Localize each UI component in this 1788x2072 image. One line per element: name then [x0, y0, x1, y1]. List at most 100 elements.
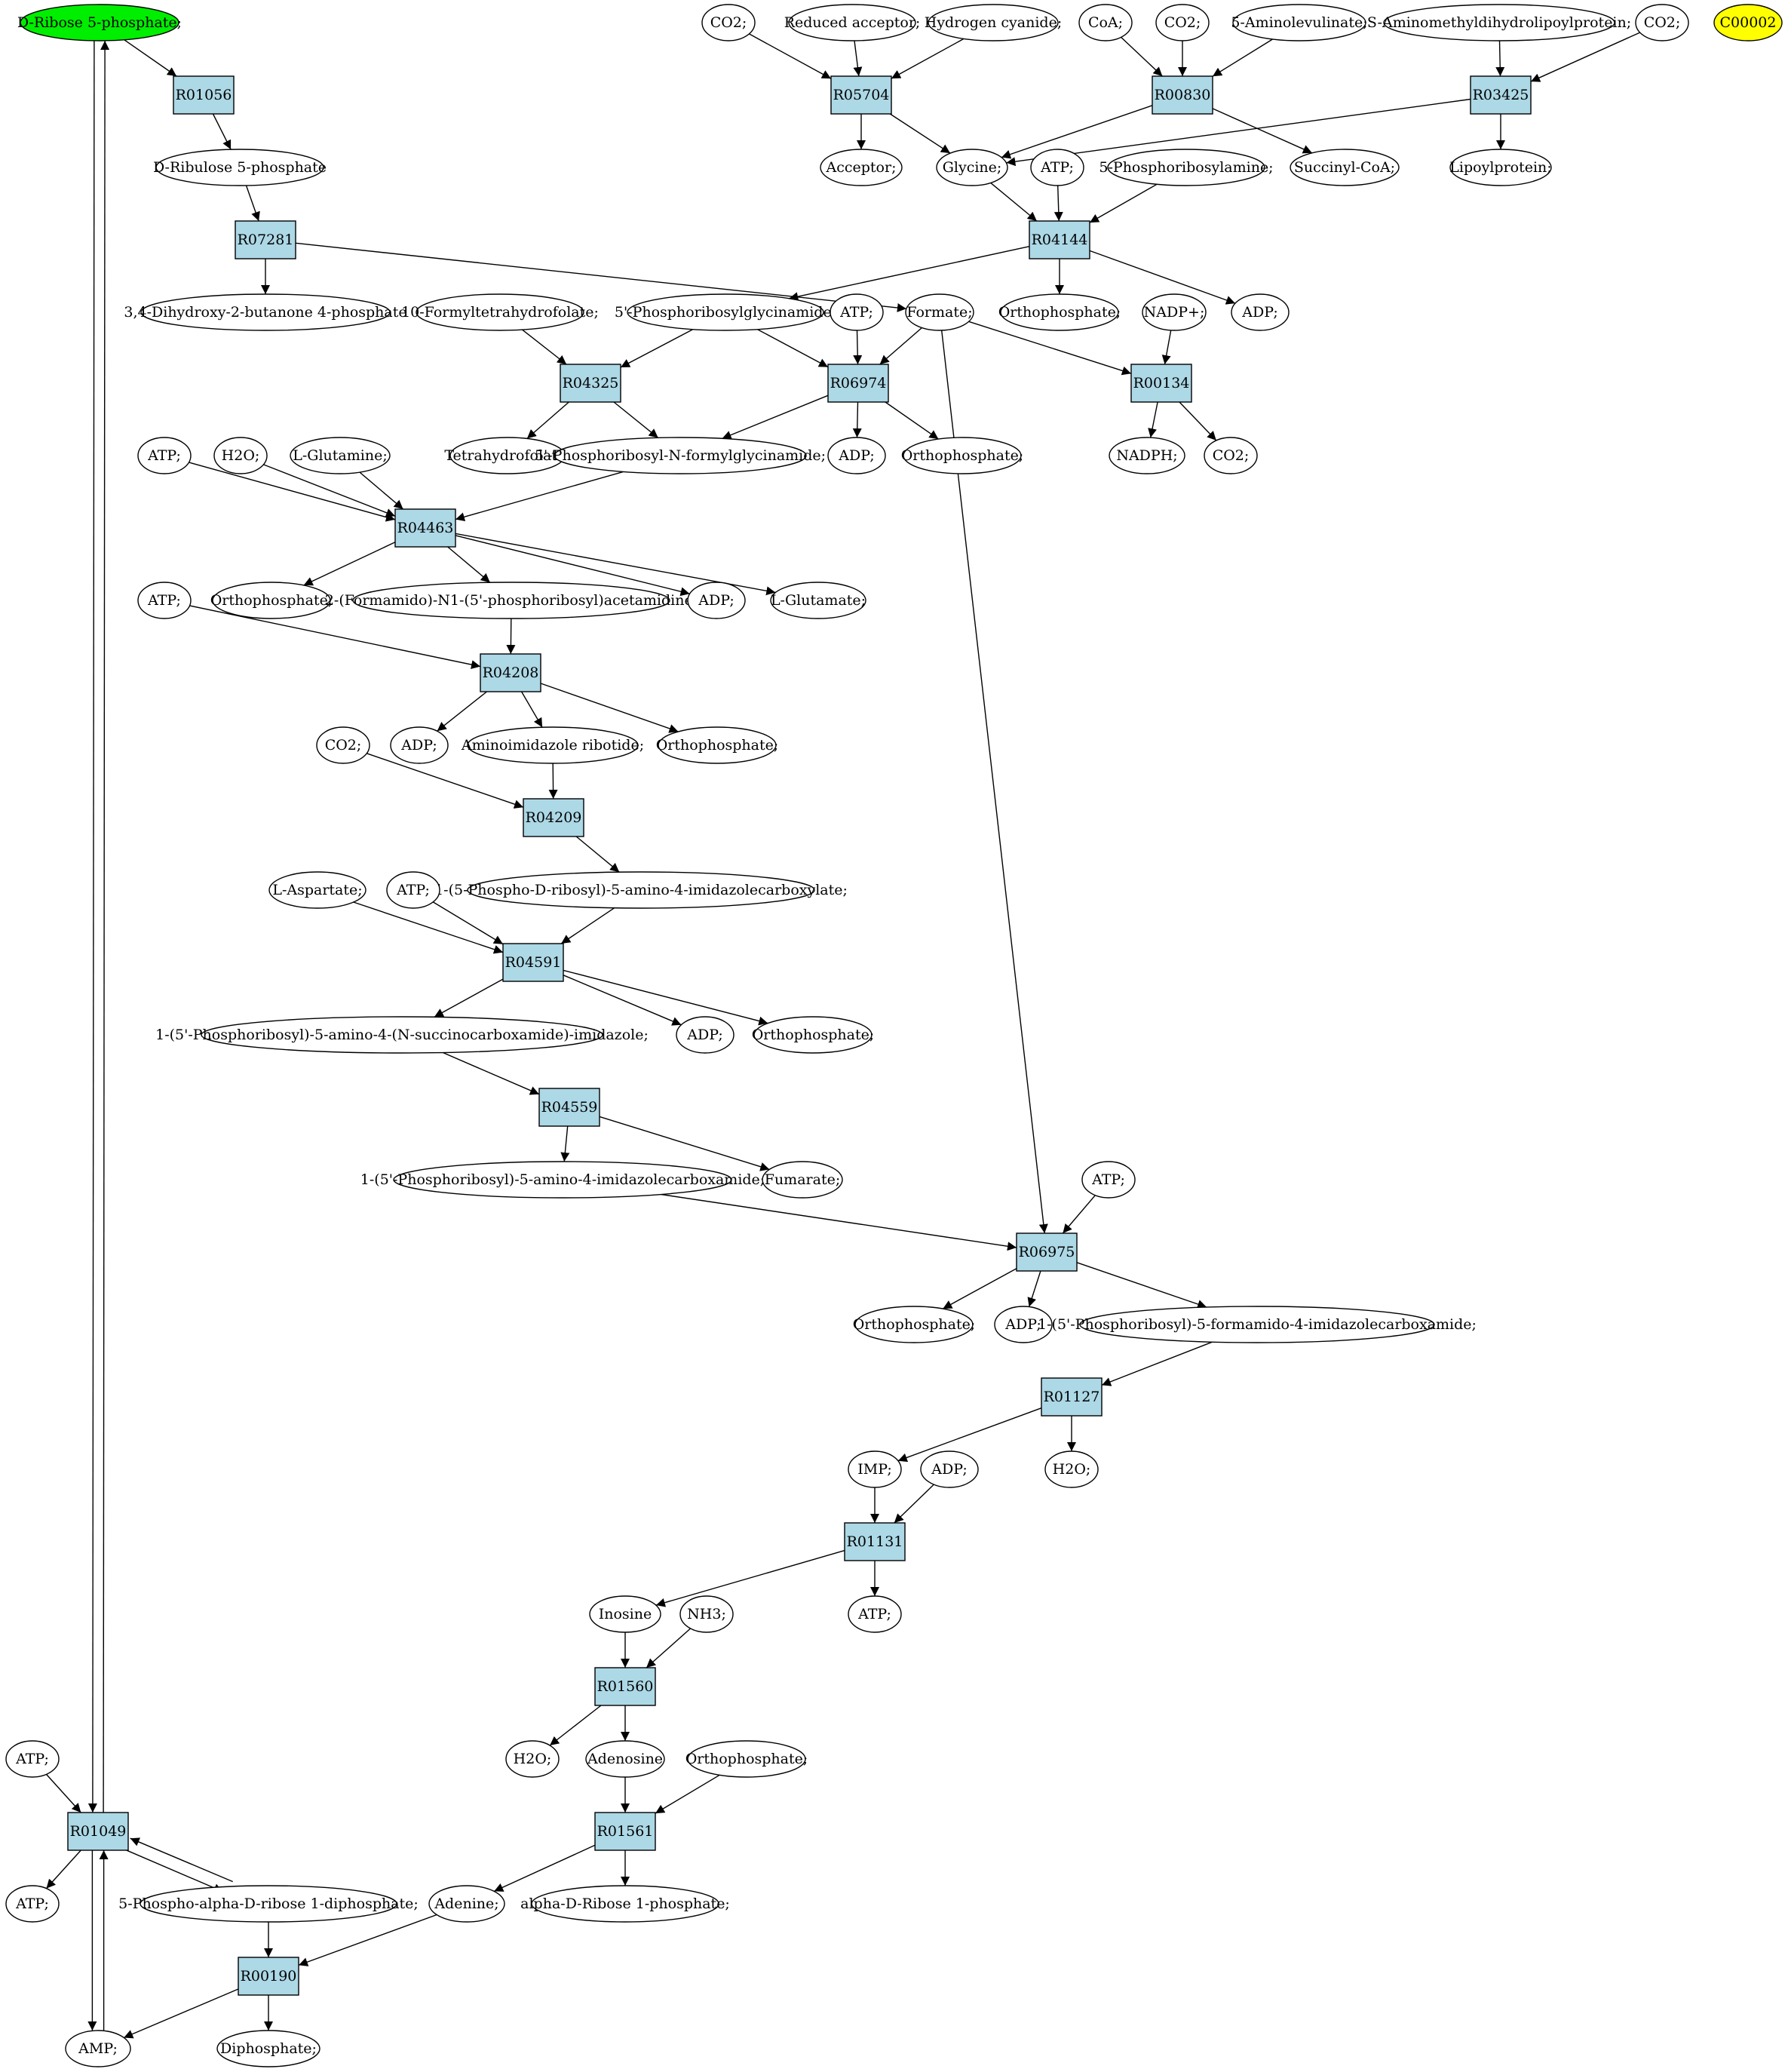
reaction-label: R05704 — [833, 87, 890, 103]
compound-node-c_formate[interactable]: Formate; — [905, 293, 974, 331]
compound-node-c_lipoyl[interactable]: Lipoylprotein; — [1449, 149, 1552, 186]
compound-node-c_adp_c[interactable]: ADP; — [687, 582, 746, 619]
compound-node-c_aicar[interactable]: 1-(5'-Phosphoribosyl)-5-amino-4-imidazol… — [360, 1161, 765, 1199]
reaction-node-r00830[interactable]: R00830 — [1152, 75, 1213, 115]
compound-node-c_adp_b[interactable]: ADP; — [827, 437, 886, 474]
reaction-node-r06974[interactable]: R06974 — [827, 364, 889, 403]
compound-node-c_fgam[interactable]: 2-(Formamido)-N1-(5'-phosphoribosyl)acet… — [325, 582, 698, 619]
compound-node-c_pi_d[interactable]: Orthophosphate; — [656, 726, 779, 764]
compound-node-c_dhbp[interactable]: 3,4-Dihydroxy-2-butanone 4-phosphate — [124, 293, 407, 331]
compound-node-c_co2_c[interactable]: CO2; — [1635, 4, 1689, 41]
compound-node-c_atp_h[interactable]: ATP; — [5, 1740, 60, 1778]
compound-node-c_atp_e[interactable]: ATP; — [386, 871, 440, 909]
compound-node-c_c00002[interactable]: C00002 — [1713, 4, 1783, 41]
compound-node-c_fgar[interactable]: 5'-Phosphoribosyl-N-formylglycinamide; — [535, 437, 826, 474]
edge-r04209-to-c_cair — [575, 836, 620, 873]
compound-node-c_r1p[interactable]: alpha-D-Ribose 1-phosphate; — [520, 1885, 730, 1923]
reaction-node-r04325[interactable]: R04325 — [560, 364, 621, 403]
compound-ellipse — [1155, 4, 1210, 41]
reaction-node-r00134[interactable]: R00134 — [1130, 364, 1192, 403]
compound-node-c_glu[interactable]: L-Glutamate; — [770, 582, 866, 619]
reaction-node-r06975[interactable]: R06975 — [1016, 1232, 1078, 1272]
reaction-node-r05704[interactable]: R05704 — [830, 75, 892, 115]
compound-node-c_nadp[interactable]: NADP+; — [1142, 293, 1207, 331]
reaction-node-r01131[interactable]: R01131 — [844, 1522, 906, 1561]
edge-c_gln-to-r04463 — [359, 471, 404, 510]
compound-node-c_co2_d[interactable]: CO2; — [1204, 437, 1258, 474]
reaction-node-r01560[interactable]: R01560 — [594, 1667, 656, 1706]
compound-node-c_hcn[interactable]: Hydrogen cyanide; — [925, 4, 1063, 41]
compound-node-c_redacc[interactable]: Reduced acceptor; — [784, 4, 921, 41]
compound-node-c_pi_f[interactable]: Orthophosphate; — [853, 1306, 976, 1343]
reaction-node-r01127[interactable]: R01127 — [1041, 1377, 1103, 1417]
compound-node-c_prpa[interactable]: 5-Phosphoribosylamine; — [1099, 149, 1274, 186]
compound-node-c_atp_a[interactable]: ATP; — [1030, 149, 1084, 186]
compound-node-c_ala[interactable]: 5-Aminolevulinate; — [1231, 4, 1368, 41]
reaction-node-r01056[interactable]: R01056 — [173, 75, 235, 115]
compound-node-c_co2_a[interactable]: CO2; — [701, 4, 756, 41]
compound-node-c_acceptor[interactable]: Acceptor; — [820, 149, 903, 186]
reaction-node-r04559[interactable]: R04559 — [538, 1088, 600, 1127]
compound-node-c_succoa[interactable]: Succinyl-CoA; — [1290, 149, 1400, 186]
compound-node-c_glycine[interactable]: Glycine; — [936, 149, 1008, 186]
compound-node-c_faicar[interactable]: 1-(5'-Phosphoribosyl)-5-formamido-4-imid… — [1038, 1306, 1477, 1343]
compound-node-c_pi_b[interactable]: Orthophosphate; — [901, 437, 1024, 474]
compound-node-c_adp_d[interactable]: ADP; — [390, 726, 449, 764]
reaction-box — [1029, 220, 1090, 259]
compound-node-c_co2_e[interactable]: CO2; — [316, 726, 370, 764]
compound-node-c_adp_e[interactable]: ADP; — [676, 1016, 735, 1054]
reaction-node-r00190[interactable]: R00190 — [238, 1957, 299, 1996]
reaction-box — [538, 1088, 600, 1127]
compound-node-c_imp[interactable]: IMP; — [848, 1450, 902, 1488]
compound-node-c_atp_d[interactable]: ATP; — [137, 582, 192, 619]
reaction-node-r03425[interactable]: R03425 — [1470, 75, 1532, 115]
compound-node-c_atp_g[interactable]: ATP; — [848, 1595, 902, 1633]
compound-node-c_ribu5p[interactable]: D-Ribulose 5-phosphate — [153, 149, 327, 186]
compound-node-c_ppi[interactable]: Diphosphate; — [216, 2030, 320, 2067]
compound-node-c_coa[interactable]: CoA; — [1078, 4, 1133, 41]
reaction-node-r04591[interactable]: R04591 — [502, 943, 564, 982]
compound-node-c_rib5p[interactable]: D-Ribose 5-phosphate; — [17, 4, 182, 41]
compound-node-c_atp_i[interactable]: ATP; — [5, 1885, 60, 1923]
compound-node-c_adp_g[interactable]: ADP; — [920, 1450, 979, 1488]
reaction-node-r04209[interactable]: R04209 — [523, 798, 584, 837]
reaction-box — [394, 508, 456, 548]
compound-node-c_adp_f[interactable]: ADP; — [994, 1306, 1053, 1343]
compound-node-c_h2o_c[interactable]: H2O; — [505, 1740, 560, 1778]
compound-node-c_atp_f[interactable]: ATP; — [1081, 1161, 1136, 1199]
compound-node-c_adenine[interactable]: Adenine; — [428, 1885, 505, 1923]
compound-node-c_fumarate[interactable]: Fumarate; — [762, 1161, 843, 1199]
compound-node-c_inosine[interactable]: Inosine — [589, 1595, 661, 1633]
edge-c_atp_c-to-r04463 — [189, 462, 396, 522]
compound-node-c_fthf[interactable]: 10-Formyltetrahydrofolate; — [401, 293, 599, 331]
compound-node-c_co2_b[interactable]: CO2; — [1155, 4, 1210, 41]
compound-node-c_gln[interactable]: L-Glutamine; — [290, 437, 391, 474]
reaction-node-r01561[interactable]: R01561 — [594, 1812, 656, 1851]
compound-node-c_adp_a[interactable]: ADP; — [1231, 293, 1290, 331]
compound-node-c_h2o_a[interactable]: H2O; — [213, 437, 268, 474]
reaction-node-r04208[interactable]: R04208 — [480, 653, 541, 692]
compound-node-c_nh3[interactable]: NH3; — [679, 1595, 734, 1633]
compound-node-c_gar[interactable]: 5'-Phosphoribosylglycinamide; — [615, 293, 836, 331]
compound-node-c_amp[interactable]: AMP; — [65, 2030, 131, 2067]
compound-node-c_saicar[interactable]: 1-(5'-Phosphoribosyl)-5-amino-4-(N-succi… — [155, 1016, 649, 1054]
compound-node-c_samdlp[interactable]: S-Aminomethyldihydrolipoylprotein; — [1367, 4, 1631, 41]
compound-node-c_h2o_b[interactable]: H2O; — [1044, 1450, 1099, 1488]
reaction-node-r04144[interactable]: R04144 — [1029, 220, 1090, 259]
compound-node-c_pi_e[interactable]: Orthophosphate; — [752, 1016, 875, 1054]
edge-r04144-to-c_adp_a — [1089, 250, 1236, 305]
compound-node-c_asp[interactable]: L-Aspartate; — [268, 871, 366, 909]
compound-node-c_atp_c[interactable]: ATP; — [137, 437, 192, 474]
compound-node-c_pi_a[interactable]: Orthophosphate; — [998, 293, 1121, 331]
compound-node-c_nadph[interactable]: NADPH; — [1109, 437, 1185, 474]
compound-node-c_atp_b[interactable]: ATP; — [830, 293, 884, 331]
compound-node-c_air[interactable]: Aminoimidazole ribotide; — [461, 726, 644, 764]
compound-node-c_prpp[interactable]: 5-Phospho-alpha-D-ribose 1-diphosphate; — [118, 1885, 419, 1923]
reaction-node-r04463[interactable]: R04463 — [394, 508, 456, 548]
compound-node-c_adenosine[interactable]: Adenosine — [585, 1740, 665, 1778]
reaction-node-r01049[interactable]: R01049 — [67, 1812, 129, 1851]
compound-node-c_pi_c[interactable]: Orthophosphate; — [210, 582, 333, 619]
reaction-node-r07281[interactable]: R07281 — [235, 220, 296, 259]
compound-node-c_pi_g[interactable]: Orthophosphate; — [685, 1740, 808, 1778]
compound-node-c_cair[interactable]: 1-(5-Phospho-D-ribosyl)-5-amino-4-imidaz… — [434, 871, 848, 909]
